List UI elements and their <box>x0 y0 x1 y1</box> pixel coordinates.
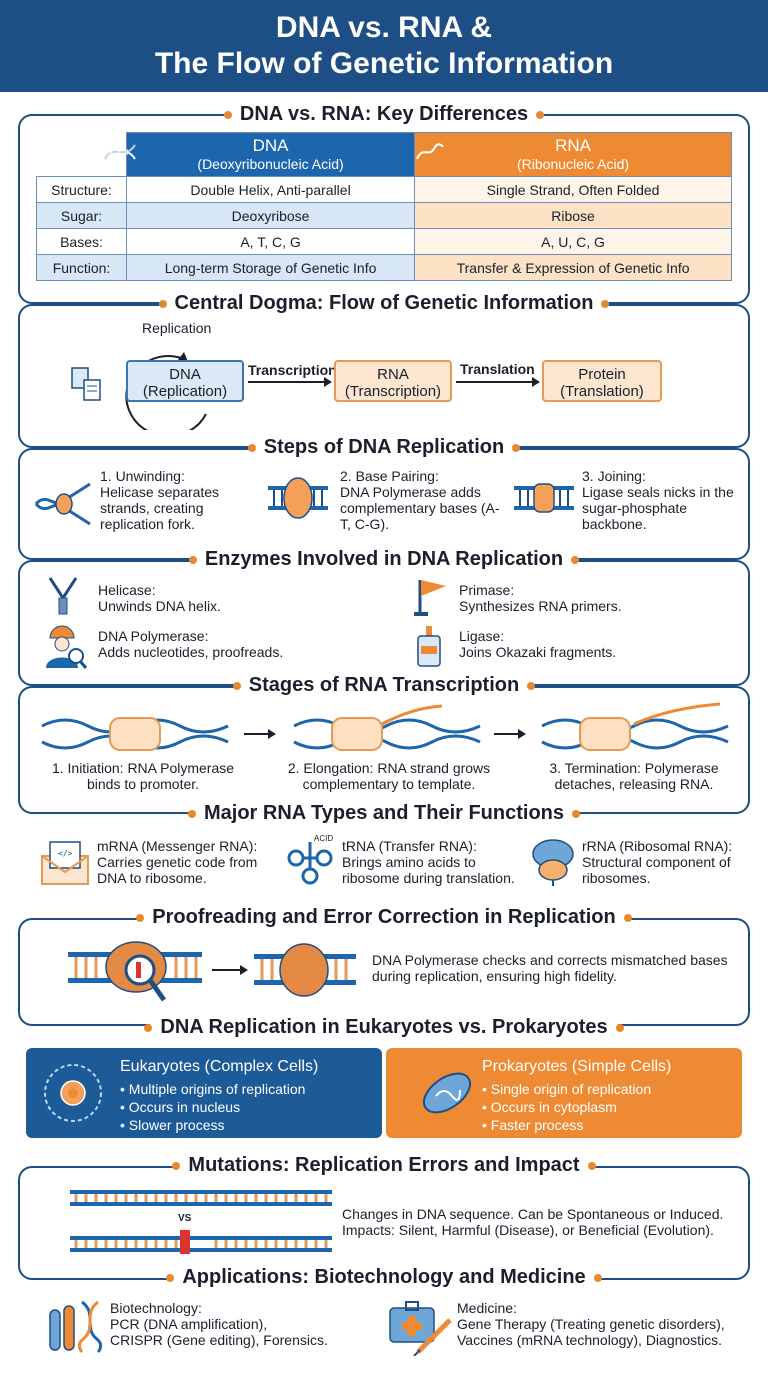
prokaryotes-heading: Prokaryotes (Simple Cells) <box>482 1058 672 1075</box>
dna-header: DNA (Deoxyribonucleic Acid) <box>103 132 416 177</box>
rna-header-sub: (Ribonucleic Acid) <box>517 155 630 172</box>
transcription-stage-2: 2. Elongation: RNA strand grows compleme… <box>287 760 491 792</box>
dna-cell: Long-term Storage of Genetic Info <box>125 254 416 281</box>
transcription-label: Transcription <box>248 362 337 378</box>
polymerase-pairing-icon <box>268 477 328 519</box>
transcription-elongation-icon <box>293 704 481 751</box>
dna-cell: A, T, C, G <box>125 228 416 255</box>
replication-step-1: 1. Unwinding: Helicase separates strands… <box>100 468 220 532</box>
rna-type-mrna: mRNA (Messenger RNA): Carries genetic co… <box>97 838 258 886</box>
translation-arrow <box>456 377 540 387</box>
dna-header-label: DNA <box>252 135 289 155</box>
translation-label: Translation <box>460 361 535 377</box>
mutation-marker: VS <box>178 1213 192 1224</box>
rna-cell: Ribose <box>414 202 732 229</box>
table-row: Structure: Double Helix, Anti-parallel S… <box>36 176 732 203</box>
eukaryotes-list: Multiple origins of replication Occurs i… <box>120 1080 370 1134</box>
enzyme-ligase: Ligase: Joins Okazaki fragments. <box>459 628 617 660</box>
application-medicine: Medicine: Gene Therapy (Treating genetic… <box>457 1300 725 1348</box>
trna-icon <box>287 842 333 885</box>
envelope-icon: </> <box>41 841 89 885</box>
rna-box: RNA (Transcription) <box>334 360 452 402</box>
replication-label: Replication <box>142 320 212 336</box>
zipper-icon <box>48 577 78 615</box>
list-item: Multiple origins of replication <box>120 1080 370 1098</box>
transcription-stage-1: 1. Initiation: RNA Polymerase binds to p… <box>51 760 235 792</box>
mutation-dna-icon <box>70 1190 332 1254</box>
page-header: DNA vs. RNA & The Flow of Genetic Inform… <box>0 0 768 92</box>
rna-header-label: RNA <box>555 135 591 155</box>
bacterium-icon <box>423 1072 471 1114</box>
comparison-table: DNA (Deoxyribonucleic Acid) RNA (Ribonuc… <box>36 132 732 281</box>
medical-kit-syringe-icon <box>389 1301 452 1356</box>
list-item: Slower process <box>120 1116 370 1134</box>
document-copy-icon <box>71 367 101 401</box>
enzyme-primase: Primase: Synthesizes RNA primers. <box>459 582 622 614</box>
list-item: Faster process <box>482 1116 732 1134</box>
rna-type-rrna: rRNA (Ribosomal RNA): Structural compone… <box>582 838 733 886</box>
dna-cell: Deoxyribose <box>125 202 416 229</box>
rna-strand-icon <box>416 142 444 159</box>
transcription-arrow <box>248 377 332 387</box>
list-item: Single origin of replication <box>482 1080 732 1098</box>
table-row: Sugar: Deoxyribose Ribose <box>36 202 732 229</box>
title-line-1: DNA vs. RNA & <box>275 11 493 44</box>
table-row: Function: Long-term Storage of Genetic I… <box>36 254 732 281</box>
transcription-stage-3: 3. Termination: Polymerase detaches, rel… <box>549 760 719 792</box>
transcription-termination-icon <box>541 702 729 751</box>
rna-cell: A, U, C, G <box>414 228 732 255</box>
mutation-text: Changes in DNA sequence. Can be Spontane… <box>342 1206 724 1238</box>
replication-step-2: 2. Base Pairing: DNA Polymerase adds com… <box>340 468 500 532</box>
test-tubes-dna-icon <box>49 1300 103 1354</box>
row-label: Bases: <box>36 228 127 255</box>
replication-step-3: 3. Joining: Ligase seals nicks in the su… <box>582 468 734 532</box>
transcription-initiation-icon <box>41 717 229 751</box>
worker-magnifier-icon <box>46 625 88 669</box>
dna-cell: Double Helix, Anti-parallel <box>125 176 416 203</box>
row-label: Structure: <box>36 176 127 203</box>
dna-header-sub: (Deoxyribonucleic Acid) <box>197 155 344 172</box>
glue-bottle-icon <box>417 626 441 667</box>
rna-cell: Transfer & Expression of Genetic Info <box>414 254 732 281</box>
rna-header: RNA (Ribonucleic Acid) <box>414 132 732 177</box>
eukaryotes-panel: Eukaryotes (Complex Cells) Multiple orig… <box>26 1048 382 1138</box>
enzyme-polymerase: DNA Polymerase: Adds nucleotides, proofr… <box>98 628 284 660</box>
svg-text:</>: </> <box>58 849 73 858</box>
application-biotech: Biotechnology: PCR (DNA amplification), … <box>110 1300 328 1348</box>
helicase-fork-icon <box>34 482 91 526</box>
flag-icon <box>414 580 446 616</box>
proofreading-text: DNA Polymerase checks and corrects misma… <box>372 952 728 984</box>
row-label: Function: <box>36 254 127 281</box>
transcription-arrow-2 <box>494 729 526 739</box>
enzymes-panel <box>18 560 750 686</box>
protein-box: Protein (Translation) <box>542 360 662 402</box>
corrected-dna-icon <box>254 943 356 997</box>
table-row: Bases: A, T, C, G A, U, C, G <box>36 228 732 255</box>
list-item: Occurs in nucleus <box>120 1098 370 1116</box>
title-line-2: The Flow of Genetic Information <box>154 47 614 80</box>
mutations-panel <box>18 1166 750 1280</box>
list-item: Occurs in cytoplasm <box>482 1098 732 1116</box>
enzyme-helicase: Helicase: Unwinds DNA helix. <box>98 582 221 614</box>
eukaryotes-heading: Eukaryotes (Complex Cells) <box>120 1058 319 1075</box>
trna-acid-label: ACID <box>314 834 334 843</box>
ribosome-icon <box>532 839 574 886</box>
replication-cycle-arrow <box>125 352 207 430</box>
transcription-arrow-1 <box>244 729 276 739</box>
eukaryotic-cell-icon <box>44 1064 102 1122</box>
prokaryotes-panel: Prokaryotes (Simple Cells) Single origin… <box>386 1048 742 1138</box>
rna-cell: Single Strand, Often Folded <box>414 176 732 203</box>
proofreading-magnifier-icon <box>68 941 202 1002</box>
dna-helix-icon <box>103 143 136 160</box>
rna-type-trna: tRNA (Transfer RNA): Brings amino acids … <box>342 838 515 886</box>
dna-box: DNA (Replication) <box>126 360 244 402</box>
proofreading-arrow <box>212 965 248 975</box>
page-title: DNA vs. RNA & The Flow of Genetic Inform… <box>0 0 768 82</box>
prokaryotes-list: Single origin of replication Occurs in c… <box>482 1080 732 1134</box>
ligase-joining-icon <box>514 483 574 513</box>
row-label: Sugar: <box>36 202 127 229</box>
